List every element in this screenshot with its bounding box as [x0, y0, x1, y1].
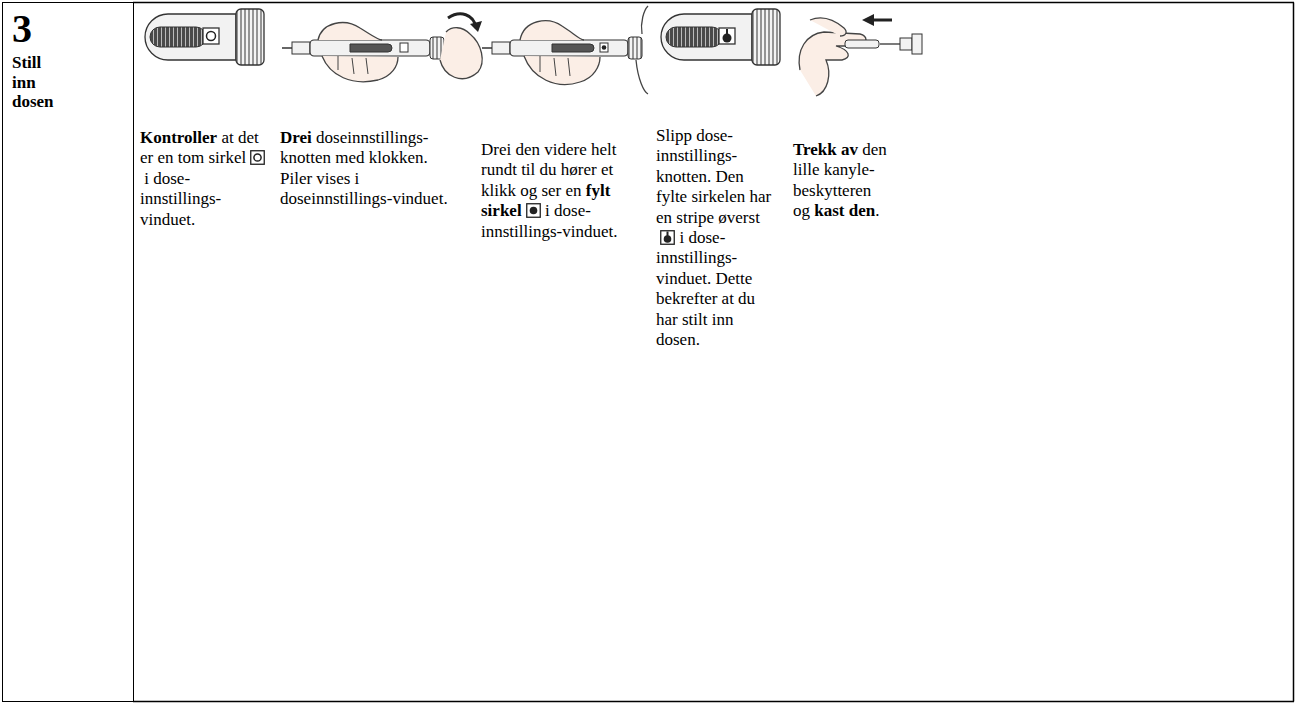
pen-closeup-filled: [661, 9, 780, 65]
emphasis-text: kast den: [814, 201, 875, 220]
pen-click-illustration: [482, 6, 648, 94]
step-heading: Still inn dosen: [12, 53, 68, 112]
instruction-text: Kontrollerat det er en tom sirkeli dose-…: [140, 128, 268, 230]
instruction-text: .: [875, 201, 879, 220]
needle-cap-illustration: [799, 14, 922, 96]
instruction-text: i dose-innstillings-vinduet. Dette bekre…: [656, 228, 755, 349]
pen-turn-illustration: [282, 14, 482, 82]
step-number: 3: [12, 9, 133, 49]
instruction-text: Slipp dose-innstillings-knotten. Den fyl…: [656, 126, 771, 227]
emphasis-text: Trekk av: [793, 140, 858, 159]
instruction-text: Dreidoseinnstillings-knotten med klokken…: [280, 128, 460, 210]
emphasis-text: Kontroller: [140, 128, 217, 147]
emphasis-text: Drei: [280, 128, 312, 147]
window-symbol: [526, 203, 541, 218]
window-symbol: [250, 150, 265, 165]
table-cell: 3Still inn dosen: [2, 2, 134, 702]
window-symbol: [660, 230, 675, 245]
pen-closeup-empty: [145, 9, 264, 65]
instruction-text: Slipp dose-innstillings-knotten. Den fyl…: [656, 126, 776, 350]
instruction-text: Drei den videre helt rundt til du hører …: [481, 140, 644, 242]
instruction-text: Trekk avden lille kanyle-beskytteren ogk…: [793, 140, 917, 222]
instruction-text: i dose-innstillings-vinduet.: [140, 169, 221, 229]
table-frame: [133, 3, 1294, 702]
